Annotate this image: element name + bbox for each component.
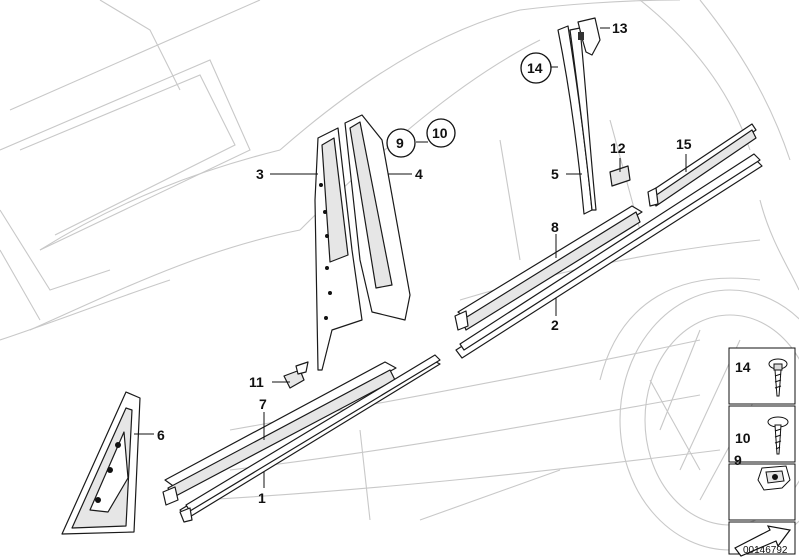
part-4-pillar-cover xyxy=(344,114,411,321)
part-1-front-moulding xyxy=(179,354,441,523)
screw-icon xyxy=(768,358,788,397)
part-3-pillar-trim xyxy=(314,127,363,371)
part-8-rear-seal xyxy=(454,205,643,331)
callout-13: 13 xyxy=(612,20,628,36)
arrow-icon xyxy=(734,525,792,557)
callout-15: 15 xyxy=(676,136,692,152)
callout-4: 4 xyxy=(415,166,423,182)
legend-row-10: 10 xyxy=(728,405,796,463)
drawing-number: 00146792 xyxy=(743,545,788,556)
legend-number-9: 9 xyxy=(734,452,742,468)
part-2-rear-moulding xyxy=(455,153,763,359)
callout-2: 2 xyxy=(551,317,559,333)
part-12-pad xyxy=(609,165,631,187)
part-7-front-seal xyxy=(162,361,397,506)
legend-row-9 xyxy=(728,463,796,521)
callout-3: 3 xyxy=(256,166,264,182)
svg-text:14: 14 xyxy=(735,359,751,375)
callout-10-circled: 10 xyxy=(426,118,456,148)
callout-1: 1 xyxy=(258,490,266,506)
callout-12: 12 xyxy=(610,140,626,156)
svg-text:10: 10 xyxy=(735,430,751,446)
fastener-legend: 14 10 xyxy=(728,347,796,557)
part-5-frame-strip xyxy=(557,25,597,215)
callout-5: 5 xyxy=(551,166,559,182)
legend-row-14: 14 xyxy=(728,347,796,405)
callout-8: 8 xyxy=(551,219,559,235)
callout-6: 6 xyxy=(157,427,165,443)
callout-14-circled: 14 xyxy=(520,52,552,84)
callout-labels: 3 4 5 6 7 1 8 2 11 12 13 15 9 10 14 xyxy=(157,20,692,506)
callout-11: 11 xyxy=(249,374,264,390)
leader-lines xyxy=(134,27,687,488)
callout-7: 7 xyxy=(259,396,267,412)
svg-text:14: 14 xyxy=(527,60,543,76)
part-11-clip xyxy=(283,361,309,389)
legend-arrow-box xyxy=(728,521,796,557)
part-13-bracket xyxy=(577,17,601,56)
part-6-mirror-triangle xyxy=(61,391,141,535)
part-15-rear-strip xyxy=(647,123,757,207)
screw-icon xyxy=(767,416,789,455)
clip-nut-icon xyxy=(757,465,791,491)
svg-text:9: 9 xyxy=(396,135,404,151)
svg-text:10: 10 xyxy=(432,125,448,141)
callout-9-circled: 9 xyxy=(386,128,416,158)
